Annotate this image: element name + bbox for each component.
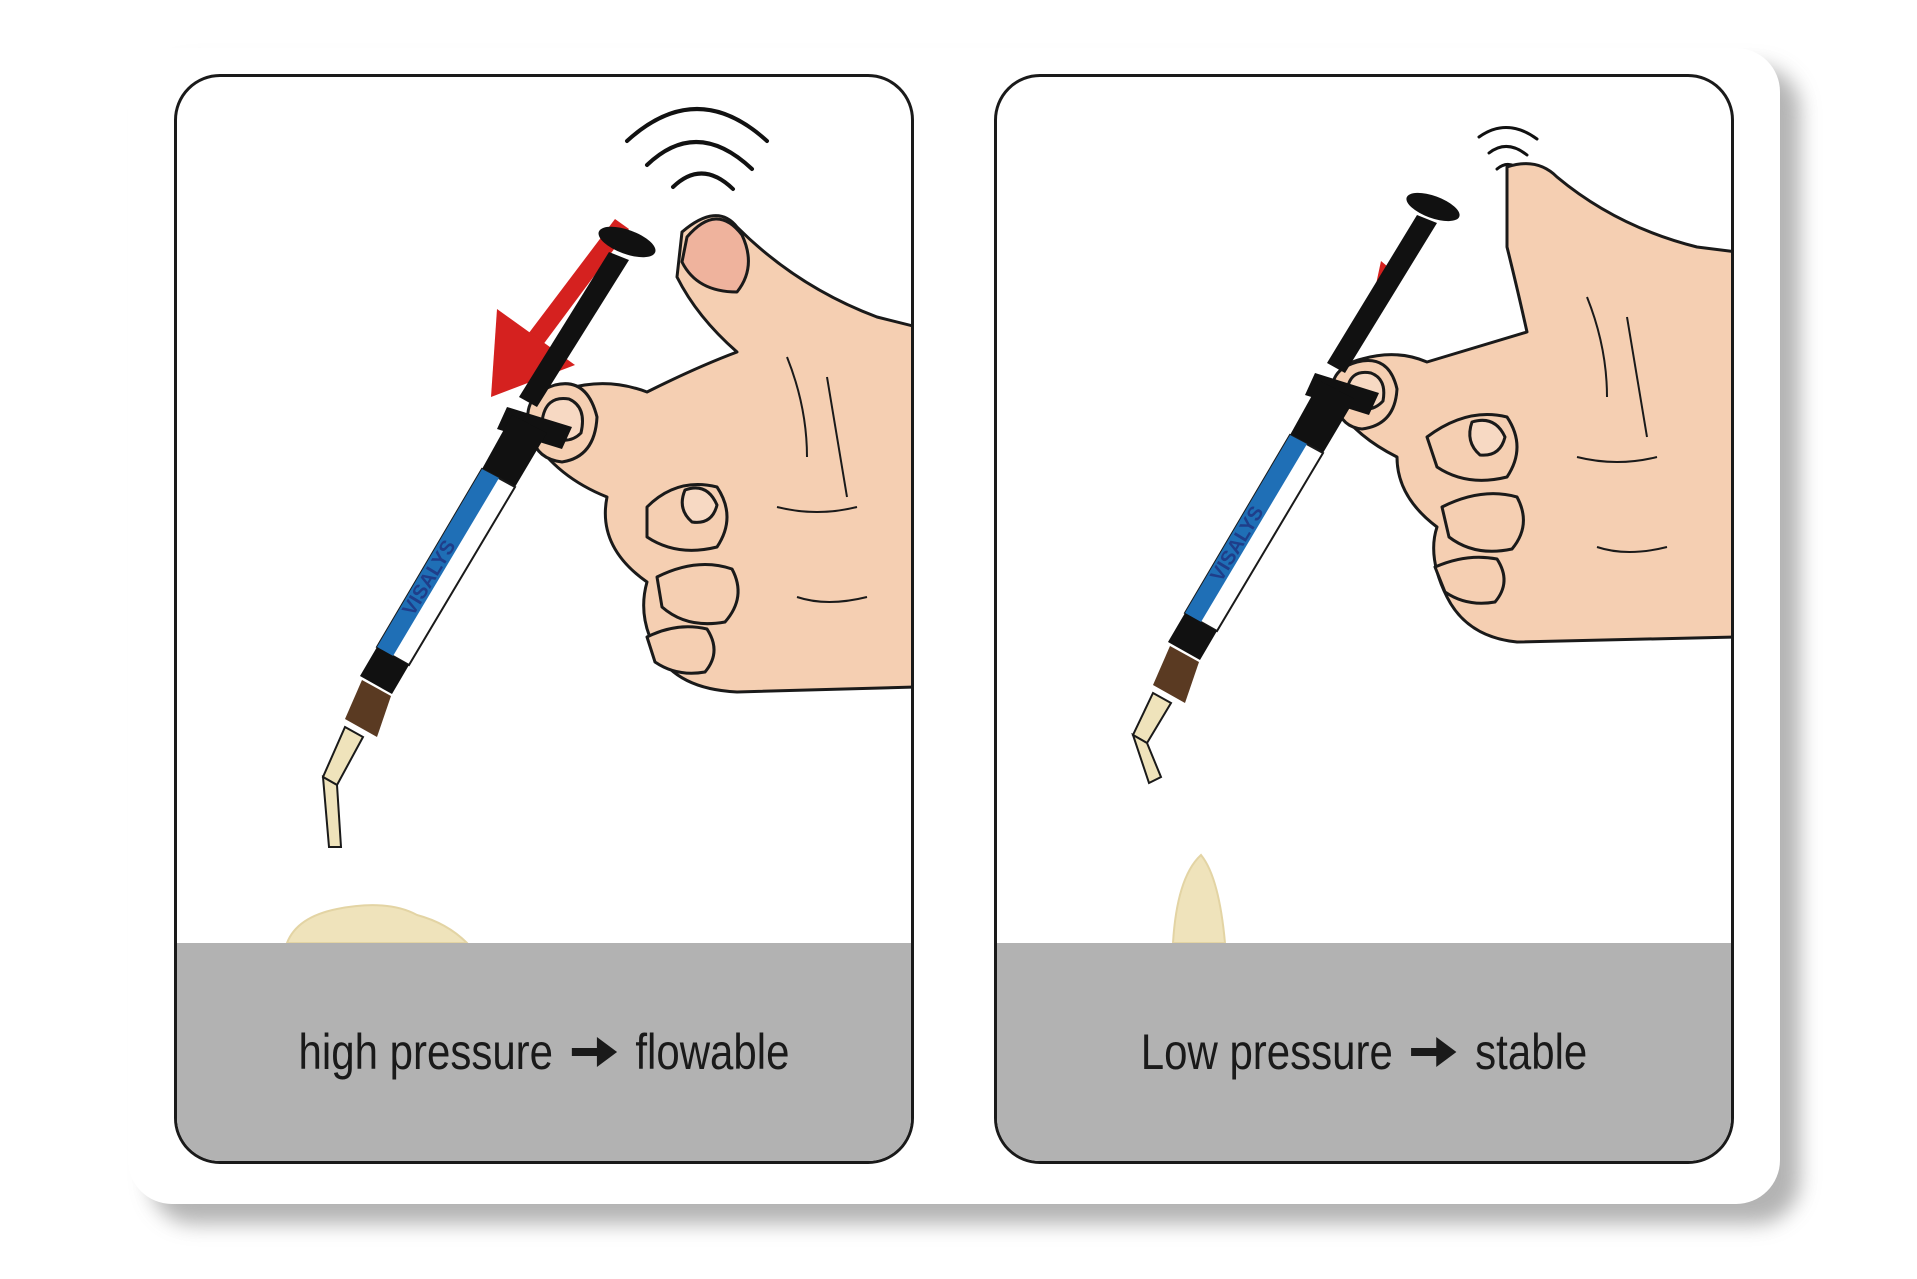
caption-condition: high pressure <box>298 1024 554 1080</box>
hand-icon <box>1331 162 1731 644</box>
caption-result: flowable <box>635 1024 790 1080</box>
right-arrow-icon <box>1411 1037 1457 1067</box>
caption-high-pressure: high pressure flowable <box>236 1023 853 1081</box>
caption-result: stable <box>1475 1024 1588 1080</box>
panel-low-pressure: VISALYS Low pressure stable <box>994 74 1734 1164</box>
scene-high-pressure: VISALYS <box>285 107 911 944</box>
syringe-icon <box>321 226 656 848</box>
syringe-icon <box>1131 192 1460 785</box>
ground-strip <box>997 943 1731 1161</box>
ground-strip <box>177 943 911 1161</box>
hand-icon <box>526 214 911 694</box>
scene-low-pressure: VISALYS <box>1131 126 1731 944</box>
pressure-arrow-icon <box>491 219 629 397</box>
panel-high-pressure: VISALYS high pressure flowable <box>174 74 914 1164</box>
vibration-waves-icon <box>625 107 769 191</box>
caption-condition: Low pressure <box>1140 1024 1393 1080</box>
material-cone <box>1171 853 1227 944</box>
material-puddle <box>285 904 470 944</box>
right-arrow-icon <box>571 1037 617 1067</box>
caption-low-pressure: Low pressure stable <box>1056 1023 1673 1081</box>
